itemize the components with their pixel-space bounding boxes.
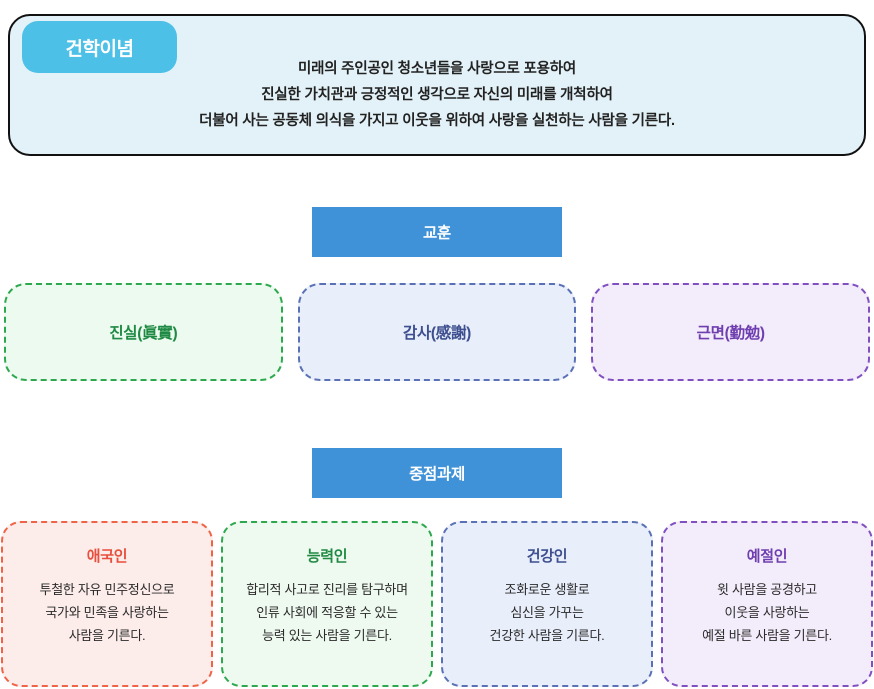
task-card-courteous-title: 예절인 [746, 548, 788, 565]
founding-philosophy-badge-label: 건학이념 [65, 38, 134, 60]
task-card-courteous-line-3: 예절 바른 사람을 기른다. [702, 628, 832, 643]
task-card-healthy-description: 조화로운 생활로 심신을 가꾸는 건강한 사람을 기른다. [451, 578, 643, 647]
motto-card-diligence-label: 근면(勤勉) [696, 325, 765, 342]
founding-philosophy-line-1: 미래의 주인공인 청소년들을 사랑으로 포용하여 [297, 61, 577, 77]
task-card-healthy-line-1: 조화로운 생활로 [504, 582, 590, 597]
task-card-patriot: 애국인 투철한 자유 민주정신으로 국가와 민족을 사랑하는 사람을 기른다. [1, 521, 213, 687]
task-card-capable-line-3: 능력 있는 사람을 기른다. [262, 628, 392, 643]
motto-card-gratitude: 감사(感謝) [297, 283, 577, 381]
task-card-patriot-description: 투철한 자유 민주정신으로 국가와 민족을 사랑하는 사람을 기른다. [11, 578, 203, 647]
founding-philosophy-line-2: 진실한 가치관과 긍정적인 생각으로 자신의 미래를 개척하여 [261, 87, 613, 103]
key-tasks-card-row: 애국인 투철한 자유 민주정신으로 국가와 민족을 사랑하는 사람을 기른다. … [1, 521, 873, 687]
founding-philosophy-line-3: 더불어 사는 공동체 의식을 가지고 이웃을 위하여 사랑을 실천하는 사람을 … [199, 113, 675, 129]
task-card-patriot-line-3: 사람을 기른다. [68, 628, 146, 643]
task-card-capable: 능력인 합리적 사고로 진리를 탐구하며 인류 사회에 적응할 수 있는 능력 … [221, 521, 433, 687]
motto-card-diligence: 근면(勤勉) [591, 283, 871, 381]
task-card-healthy-line-3: 건강한 사람을 기른다. [489, 628, 605, 643]
motto-card-gratitude-label: 감사(感謝) [402, 325, 472, 342]
task-card-healthy: 건강인 조화로운 생활로 심신을 가꾸는 건강한 사람을 기른다. [441, 521, 653, 687]
task-card-healthy-title: 건강인 [526, 548, 568, 565]
task-card-capable-line-1: 합리적 사고로 진리를 탐구하며 [246, 582, 408, 597]
task-card-capable-title: 능력인 [306, 548, 348, 565]
founding-philosophy-badge: 건학이념 [22, 21, 177, 73]
task-card-patriot-title: 애국인 [86, 548, 128, 565]
task-card-capable-line-2: 인류 사회에 적응할 수 있는 [256, 605, 398, 620]
founding-philosophy-panel: 건학이념 미래의 주인공인 청소년들을 사랑으로 포용하여 진실한 가치관과 긍… [8, 14, 866, 156]
motto-section-label: 교훈 [423, 225, 451, 242]
task-card-courteous-description: 윗 사람을 공경하고 이웃을 사랑하는 예절 바른 사람을 기른다. [671, 578, 863, 647]
motto-section-header: 교훈 [312, 207, 562, 257]
task-card-courteous: 예절인 윗 사람을 공경하고 이웃을 사랑하는 예절 바른 사람을 기른다. [661, 521, 873, 687]
motto-card-truth-label: 진실(眞實) [109, 325, 178, 342]
founding-philosophy-text: 미래의 주인공인 청소년들을 사랑으로 포용하여 진실한 가치관과 긍정적인 생… [10, 56, 864, 134]
task-card-courteous-line-2: 이웃을 사랑하는 [724, 605, 810, 620]
motto-card-truth: 진실(眞實) [4, 283, 283, 381]
motto-card-row: 진실(眞實) 감사(感謝) 근면(勤勉) [4, 283, 871, 381]
task-card-capable-description: 합리적 사고로 진리를 탐구하며 인류 사회에 적응할 수 있는 능력 있는 사… [231, 578, 423, 647]
task-card-healthy-line-2: 심신을 가꾸는 [510, 605, 584, 620]
key-tasks-section-label: 중점과제 [409, 466, 465, 483]
key-tasks-section-header: 중점과제 [312, 448, 562, 498]
task-card-patriot-line-2: 국가와 민족을 사랑하는 [45, 605, 169, 620]
task-card-courteous-line-1: 윗 사람을 공경하고 [717, 582, 817, 597]
task-card-patriot-line-1: 투철한 자유 민주정신으로 [39, 582, 175, 597]
